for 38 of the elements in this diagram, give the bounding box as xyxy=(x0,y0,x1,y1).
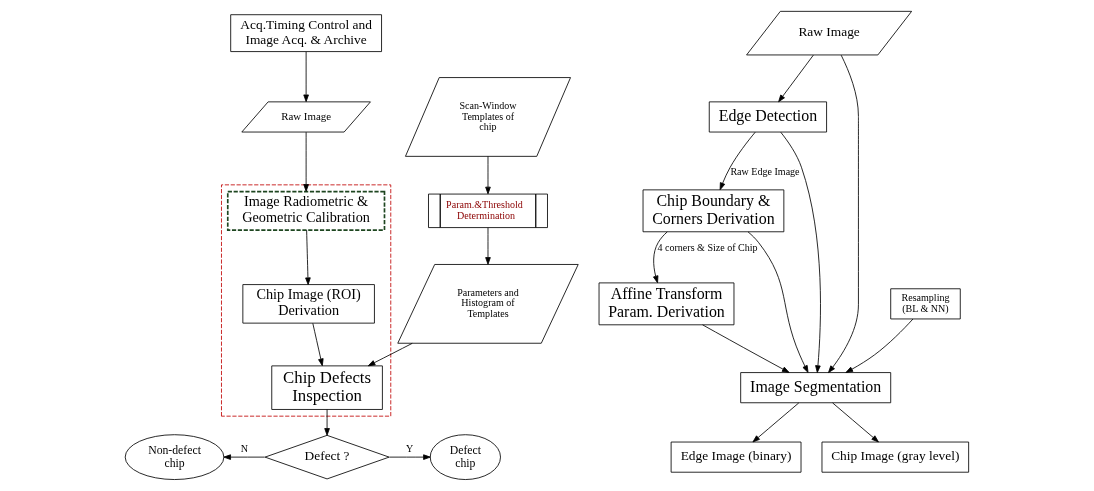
edge-label: Raw Edge Image xyxy=(730,166,800,178)
arrow xyxy=(747,231,809,373)
node-ellipse: Non-defect chip xyxy=(124,434,225,480)
arrow xyxy=(223,454,266,460)
arrow xyxy=(312,322,324,367)
arrow xyxy=(388,454,431,460)
arrow xyxy=(832,402,879,443)
arrow xyxy=(324,409,330,436)
arrow xyxy=(653,231,668,284)
arrow xyxy=(367,342,413,367)
node-box: Resampling (BL & NN) xyxy=(890,288,961,320)
node-box: Edge Image (binary) xyxy=(670,441,802,473)
arrow xyxy=(485,227,491,265)
node-ellipse: Defect chip xyxy=(429,434,501,480)
arrow xyxy=(780,131,821,373)
arrow xyxy=(485,155,491,195)
node-box: Chip Boundary & Corners Derivation xyxy=(642,189,785,233)
node-box: Image Segmentation xyxy=(740,372,892,404)
arrow xyxy=(305,229,311,285)
arrow xyxy=(303,131,309,192)
node-box: Image Radiometric & Geometric Calibration xyxy=(226,190,386,231)
node-box: Chip Defects Inspection xyxy=(271,365,383,410)
arrow xyxy=(719,131,756,191)
arrow xyxy=(752,402,800,443)
arrow xyxy=(778,54,814,103)
edge-label: N xyxy=(240,442,249,454)
node-box: Chip Image (gray level) xyxy=(821,441,970,473)
edge-label: 4 corners & Size of Chip xyxy=(657,241,758,253)
node-box: Affine Transform Param. Derivation xyxy=(598,282,735,326)
arrow xyxy=(845,318,914,373)
node-box: Acq.Timing Control and Image Acq. & Archive xyxy=(230,14,382,52)
arrow xyxy=(303,51,309,103)
edge-label: Y xyxy=(406,442,414,454)
node-box: Edge Detection xyxy=(708,101,827,133)
node-box: Chip Image (ROI) Derivation xyxy=(242,284,375,324)
arrow xyxy=(702,324,790,373)
node-diamond: Defect ? xyxy=(264,434,390,480)
arrow xyxy=(828,54,859,373)
